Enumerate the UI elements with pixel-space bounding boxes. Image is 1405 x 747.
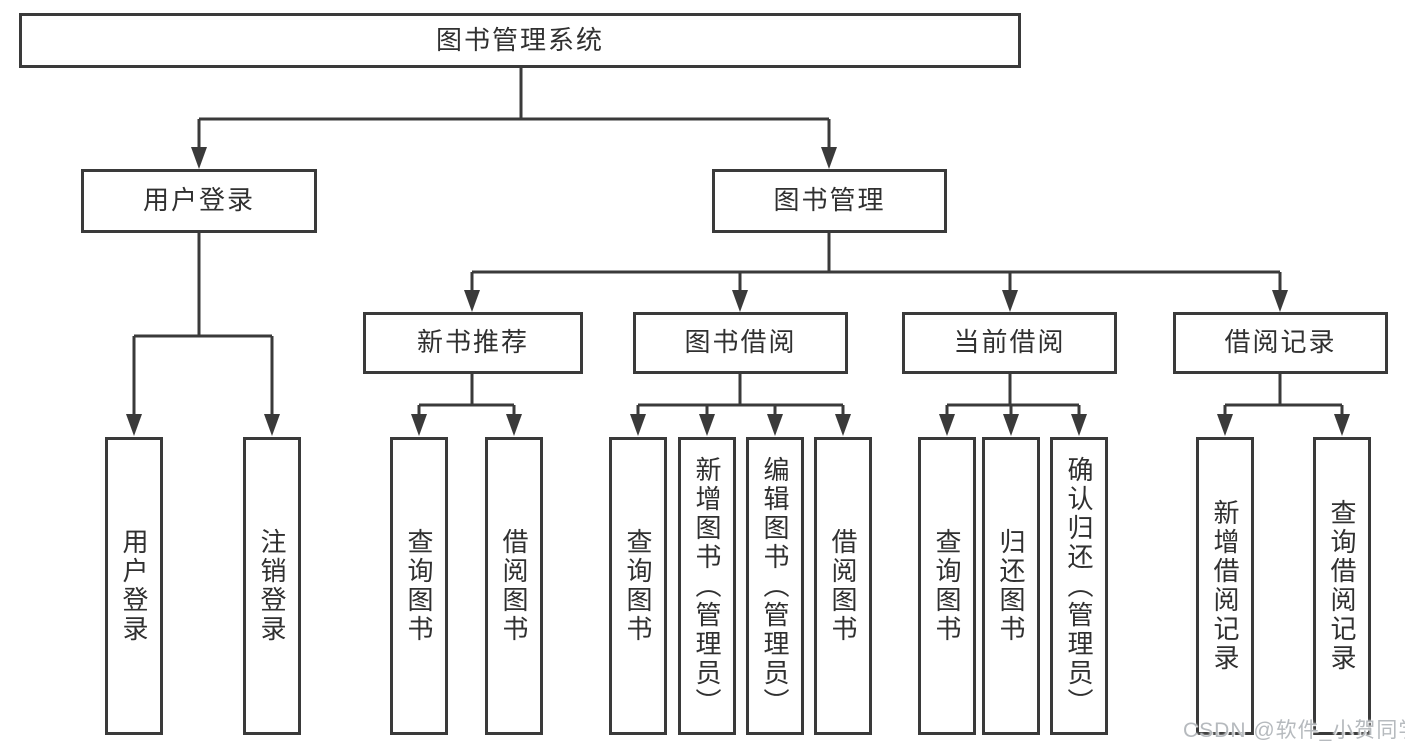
node-current-borrow: 当前借阅 xyxy=(902,312,1117,374)
node-label: 用户登录 xyxy=(142,185,255,216)
leaf-label: 确认归还（管理员） xyxy=(1064,455,1094,717)
leaf-query-books: 查询图书 xyxy=(918,437,976,735)
leaf-label: 编辑图书（管理员） xyxy=(760,455,790,717)
leaf-add-borrow-record: 新增借阅记录 xyxy=(1196,437,1254,735)
leaf-query-borrow-record: 查询借阅记录 xyxy=(1313,437,1371,735)
node-borrow-records: 借阅记录 xyxy=(1173,312,1388,374)
leaf-query-books: 查询图书 xyxy=(390,437,448,735)
leaf-label: 借阅图书 xyxy=(828,528,858,644)
node-label: 图书管理 xyxy=(773,185,886,216)
csdn-watermark: CSDN @软件_小贺同学 xyxy=(1183,719,1405,742)
leaf-label: 借阅图书 xyxy=(499,528,529,644)
node-book-borrow: 图书借阅 xyxy=(633,312,848,374)
leaf-label: 归还图书 xyxy=(996,528,1026,644)
node-book-management: 图书管理 xyxy=(712,169,947,233)
node-new-book-recommend: 新书推荐 xyxy=(363,312,583,374)
node-library-management-system: 图书管理系统 xyxy=(19,13,1021,68)
leaf-edit-books-admin: 编辑图书（管理员） xyxy=(746,437,804,735)
leaf-label: 查询图书 xyxy=(623,528,653,644)
leaf-user-login: 用户登录 xyxy=(105,437,163,735)
leaf-logout: 注销登录 xyxy=(243,437,301,735)
node-user-login: 用户登录 xyxy=(81,169,317,233)
node-label: 图书管理系统 xyxy=(435,24,604,55)
node-label: 借阅记录 xyxy=(1224,327,1337,358)
leaf-label: 查询图书 xyxy=(932,528,962,644)
leaf-label: 查询借阅记录 xyxy=(1327,499,1357,673)
leaf-label: 查询图书 xyxy=(404,528,434,644)
leaf-add-books-admin: 新增图书（管理员） xyxy=(678,437,736,735)
node-label: 图书借阅 xyxy=(684,327,797,358)
leaf-label: 注销登录 xyxy=(257,528,287,644)
leaf-borrow-books: 借阅图书 xyxy=(814,437,872,735)
leaf-label: 用户登录 xyxy=(119,528,149,644)
leaf-return-books: 归还图书 xyxy=(982,437,1040,735)
node-label: 当前借阅 xyxy=(953,327,1066,358)
node-label: 新书推荐 xyxy=(416,327,529,358)
leaf-borrow-books: 借阅图书 xyxy=(485,437,543,735)
leaf-confirm-return-admin: 确认归还（管理员） xyxy=(1050,437,1108,735)
leaf-query-books: 查询图书 xyxy=(609,437,667,735)
leaf-label: 新增借阅记录 xyxy=(1210,499,1240,673)
leaf-label: 新增图书（管理员） xyxy=(692,455,722,717)
